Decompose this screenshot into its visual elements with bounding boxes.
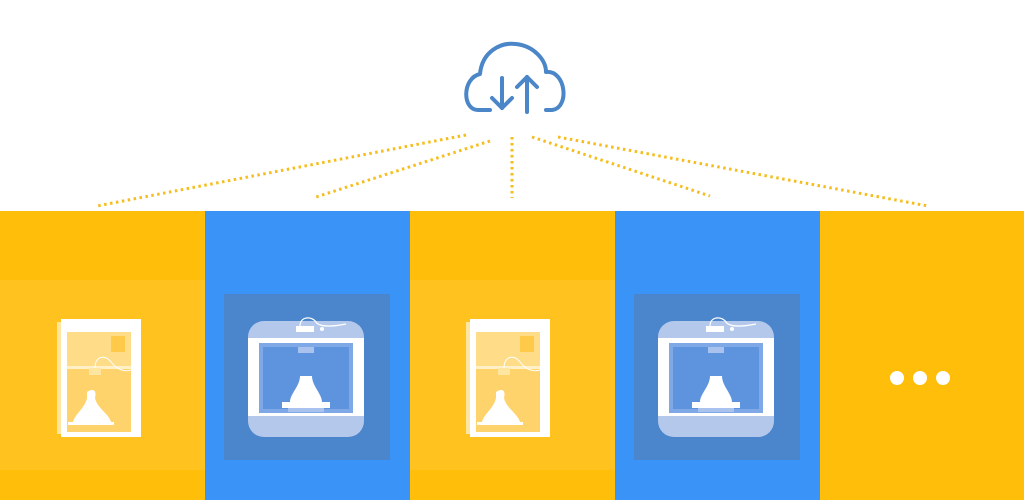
- arrow-down-icon: [490, 76, 514, 110]
- printer-enclosed-icon: [247, 317, 365, 438]
- printer-enclosed-icon: [657, 317, 775, 438]
- connection-line-5: [557, 135, 929, 208]
- panel-4: [615, 211, 820, 500]
- panel-5: [820, 211, 1024, 500]
- more-dots-icon: [890, 371, 950, 385]
- connection-line-2: [315, 139, 491, 199]
- connection-line-4: [531, 135, 711, 198]
- panel-2: [205, 211, 410, 500]
- panel-1: [0, 211, 205, 500]
- printer-open-frame-icon: [56, 318, 142, 438]
- connection-line-1: [96, 133, 467, 208]
- arrow-up-icon: [515, 75, 539, 114]
- panel-3: [410, 211, 615, 500]
- printer-open-frame-icon: [465, 318, 551, 438]
- dotted-connection-lines: [96, 133, 929, 208]
- cloud-sync-icon: [464, 41, 566, 114]
- panels: [0, 211, 1024, 500]
